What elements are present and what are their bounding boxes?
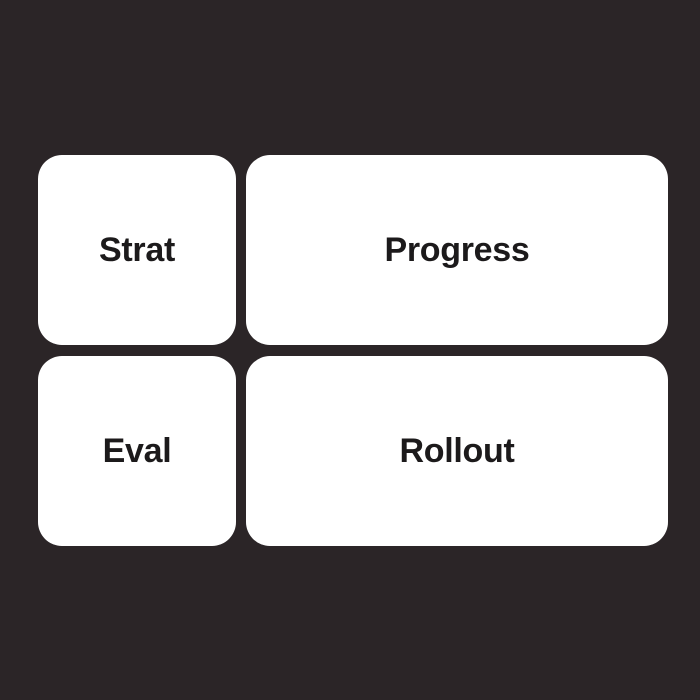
eval-tile[interactable]: Eval — [38, 356, 236, 546]
progress-tile-label: Progress — [384, 230, 530, 269]
brand-logo-icon — [622, 602, 682, 686]
eval-tile-label: Eval — [102, 431, 172, 470]
rollout-tile-label: Rollout — [399, 431, 515, 470]
strat-tile-label: Strat — [99, 230, 175, 269]
strat-tile[interactable]: Strat — [38, 155, 236, 345]
progress-tile[interactable]: Progress — [246, 155, 668, 345]
rollout-tile[interactable]: Rollout — [246, 356, 668, 546]
